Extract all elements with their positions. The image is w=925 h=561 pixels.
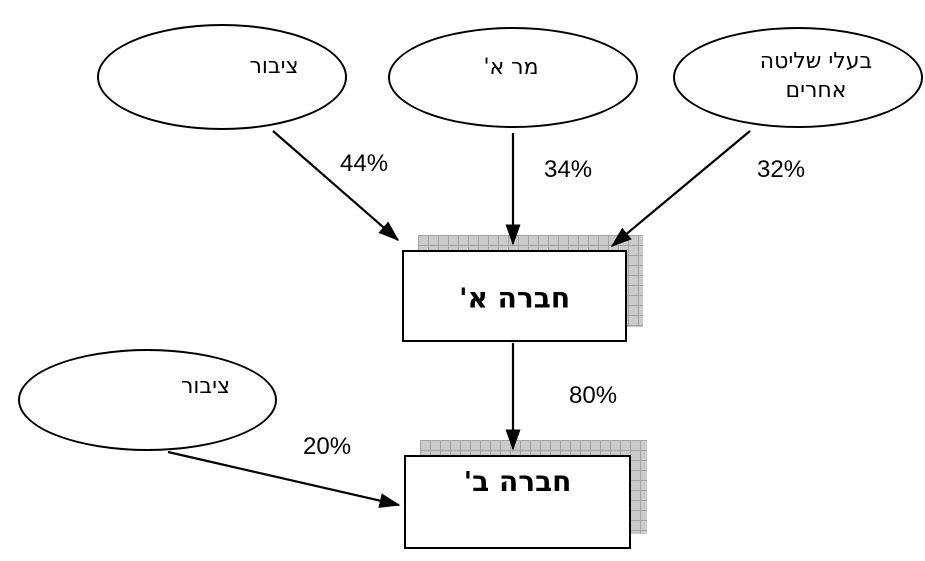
node-public-bottom: ציבור (18, 349, 277, 451)
arrow-public-top-to-company-a (272, 130, 400, 241)
edge-label-public-bottom-company-b: 20% (303, 433, 352, 460)
node-company-a: חברה א' (402, 250, 627, 342)
node-other-controlling-shareholders-label: בעלי שליטה אחרים (759, 49, 873, 103)
edge-label-other-controlling-company-a: 32% (757, 156, 806, 183)
node-company-b: חברה ב' (404, 455, 631, 549)
edge-label-public-top-company-a: 44% (340, 150, 389, 177)
edge-label-mr-a-company-a: 34% (544, 156, 593, 183)
arrow-other-controlling-to-company-a (610, 130, 751, 247)
edge-label-company-a-company-b: 80% (569, 382, 618, 409)
node-public-top: ציבור (97, 24, 347, 130)
node-public-bottom-label: ציבור (180, 374, 231, 399)
node-public-top-label: ציבור (249, 54, 299, 79)
node-mr-a-label: מר א' (483, 55, 539, 80)
node-company-a-label: חברה א' (458, 281, 571, 315)
node-mr-a: מר א' (388, 27, 638, 128)
node-company-b-label: חברה ב' (463, 465, 572, 498)
arrow-public-bottom-to-company-b (167, 450, 401, 508)
node-other-controlling-shareholders: בעלי שליטה אחרים (673, 27, 923, 128)
